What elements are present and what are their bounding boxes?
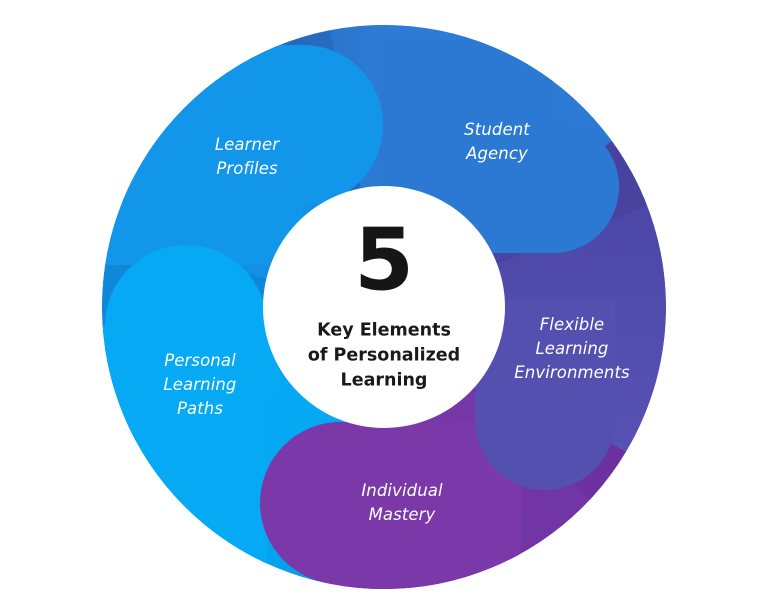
cap-flexible-final [475, 350, 615, 490]
label-flexible-learning-environments: Flexible Learning Environments [514, 315, 630, 382]
center-circle [263, 186, 505, 428]
label-student-agency: Student Agency [464, 120, 530, 163]
label-learner-profiles: Learner Profiles [214, 135, 280, 178]
label-personal-learning-paths: Personal Learning Paths [163, 351, 237, 418]
label-individual-mastery: Individual Mastery [361, 481, 443, 524]
cap-agency-top-layer [487, 121, 619, 253]
element-count: 5 [354, 210, 414, 311]
cap-individual-body-upper [341, 422, 475, 589]
center-title: Key Elements of Personalized Learning [307, 320, 461, 391]
center-title-block: 5 Key Elements of Personalized Learning [274, 210, 494, 394]
